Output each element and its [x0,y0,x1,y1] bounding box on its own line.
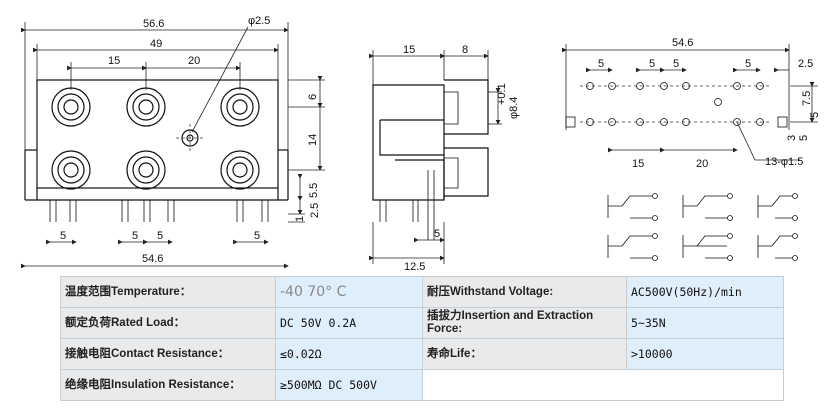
spec-row-2: 额定负荷Rated Load： DC 50V 0.2A 插拔力Insertion… [60,307,784,339]
spec-label: 温度范围Temperature： [60,276,276,308]
dim-pcb-p2: 5 [649,58,655,70]
dim-overall-top: 56.6 [143,18,164,30]
dim-pcb-p3: 5 [673,58,679,70]
dim-pcb-right-offset: 2.5 [798,58,813,70]
dim-bottom-mid-b: 5 [157,230,163,242]
switch-schematic-symbols [607,193,798,261]
spec-value: ≤0.02Ω [275,338,423,370]
dim-side-top-left: 15 [403,44,415,56]
spec-value: -40 70° C [275,276,423,308]
dim-right-top: 6 [307,94,319,100]
dim-side-bottom-overall: 12.5 [404,261,425,273]
dim-pcb-p4: 5 [745,58,751,70]
spec-label: 绝缘电阻Insulation Resistance： [60,369,276,401]
spec-value: DC 50V 0.2A [275,307,423,339]
dim-tolerance: +0.1 [496,83,508,105]
technical-drawing: 56.6 49 15 20 φ2.5 [21,15,821,273]
spec-label: 接触电阻Contact Resistance： [60,338,276,370]
dim-body-width: 49 [150,38,162,50]
dim-pcb-v3: 3 [786,135,798,141]
dim-pitch-left: 15 [108,55,120,67]
spec-label: 耐压Withstand Voltage: [422,276,627,308]
spec-value: ≥500MΩ DC 500V [275,369,423,401]
dim-side-top-right: 8 [462,44,468,56]
dim-right-c: 1 [294,216,306,222]
dim-hole-diameter: φ2.5 [248,15,270,27]
spec-label: 插拔力Insertion and Extraction Force: [422,307,627,339]
dim-right-b: 2.5 [309,203,321,218]
dim-pcb-bottom-right: 20 [696,158,708,170]
spec-row-3: 接触电阻Contact Resistance： ≤0.02Ω 寿命Life： >… [60,338,784,370]
dim-pcb-v1: 7.5 [801,91,813,106]
spec-row-4: 绝缘电阻Insulation Resistance： ≥500MΩ DC 500… [60,369,784,401]
spec-value: AC500V(50Hz)/min [626,276,784,308]
dim-bottom-left: 5 [60,230,66,242]
dim-pcb-bottom-left: 15 [632,158,644,170]
dim-jack-diameter: φ8.4 [508,97,520,119]
spec-table: 温度范围Temperature： -40 70° C 耐压Withstand V… [60,276,784,401]
dim-pcb-overall: 54.6 [672,37,693,49]
side-view: 15 8 φ8.4 +0.1 5 12.5 [369,44,520,273]
dim-pitch-right: 20 [188,55,200,67]
dim-pcb-p1: 5 [598,58,604,70]
spec-value: >10000 [626,338,784,370]
dim-overall-bottom: 54.6 [142,253,163,265]
front-view: 56.6 49 15 20 φ2.5 [21,15,325,269]
spec-value: 5~35N [626,307,784,339]
spec-row-1: 温度范围Temperature： -40 70° C 耐压Withstand V… [60,276,784,308]
pcb-layout: 54.6 5 5 5 5 2.5 7.5 5 3 [562,37,821,261]
dim-right-mid: 14 [307,134,319,146]
spec-label: 额定负荷Rated Load： [60,307,276,339]
dim-pcb-holes: 13-φ1.5 [765,156,803,168]
dim-right-a: 5.5 [308,183,320,198]
dim-bottom-right: 5 [254,230,260,242]
dim-side-bottom-small: 5 [434,228,440,240]
dim-bottom-mid-a: 5 [132,230,138,242]
dim-pcb-v4: 5 [798,135,810,141]
dim-pcb-v2: 5 [809,112,821,118]
spec-empty [422,369,784,401]
spec-label: 寿命Life： [422,338,627,370]
